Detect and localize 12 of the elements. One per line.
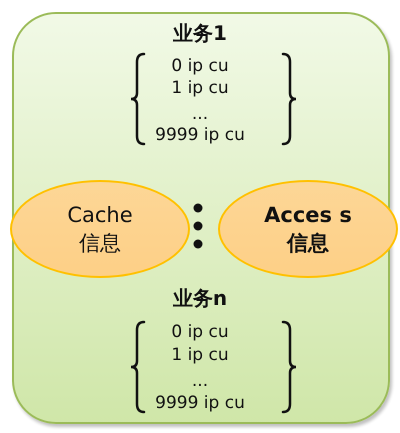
list-item: 1 ip cu <box>170 77 230 99</box>
list-item: 9999 ip cu <box>154 392 246 414</box>
list-item: 9999 ip cu <box>154 124 246 146</box>
list-item: ... <box>190 370 210 392</box>
list-item: ... <box>190 103 210 125</box>
node-label: Acces s信息 <box>263 202 353 257</box>
group-heading: 业务1 <box>172 22 228 44</box>
node-label: Cache 信息 <box>66 202 134 257</box>
list-item: 0 ip cu <box>170 55 230 77</box>
group-heading: 业务n <box>172 287 228 309</box>
list-item: 0 ip cu <box>170 321 230 343</box>
list-item: 1 ip cu <box>170 344 230 366</box>
